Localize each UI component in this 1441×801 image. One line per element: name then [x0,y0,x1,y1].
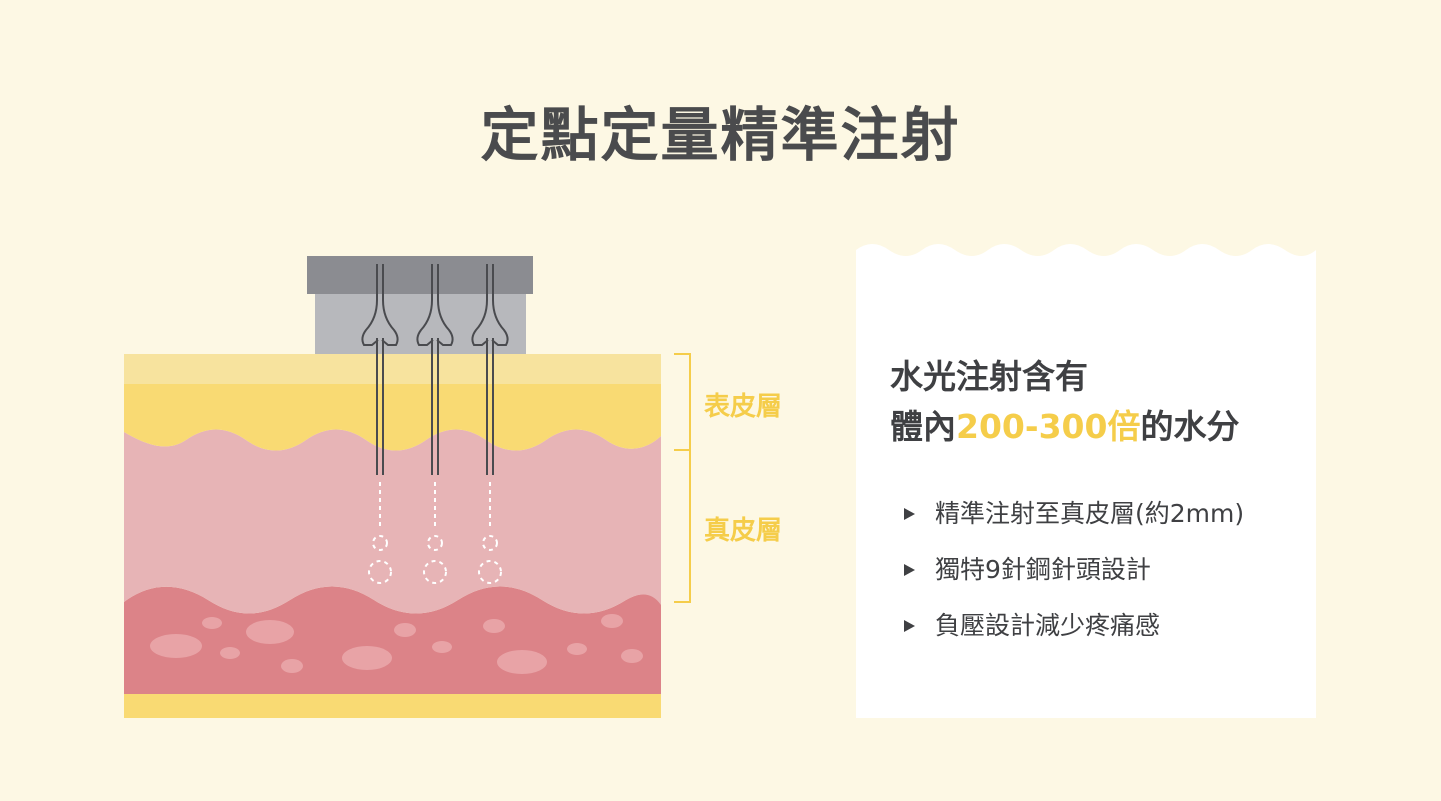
fat-globule [342,646,392,670]
fat-globule [601,614,623,628]
headline-suffix: 的水分 [1140,407,1240,446]
fat-globule [394,623,416,637]
fat-globule [621,649,643,663]
fat-globules [150,614,643,674]
droplet-small [482,535,498,551]
fat-globule [246,620,294,644]
info-card [856,256,1316,718]
droplet-large [423,560,447,584]
list-item-text: 獨特9針鋼針頭設計 [935,555,1151,584]
fat-globule [483,619,505,633]
epidermis-bracket [674,353,691,451]
fat-globule [202,617,222,629]
needle-group [416,264,454,475]
list-item-text: 負壓設計減少疼痛感 [935,611,1161,640]
epidermis-top [124,354,661,384]
epidermis-label: 表皮層 [704,392,783,422]
device-body [315,292,526,354]
needle-group [361,264,399,475]
card-scallop-edge [856,244,1316,258]
triangle-bullet-icon [904,620,915,632]
fat-globule [150,634,202,658]
dermis-layer [124,429,661,614]
dermis-bracket [674,449,691,603]
fat-globule [497,650,547,674]
headline-line-1: 水光注射含有 [890,357,1088,396]
injection-paths [368,482,502,584]
dermis-label: 真皮層 [704,516,783,546]
list-item: 獨特9針鋼針頭設計 [904,542,1244,598]
layer-brackets [674,353,691,603]
droplet-large [368,560,392,584]
droplet-small [372,535,388,551]
droplet-small [427,535,443,551]
triangle-bullet-icon [904,508,915,520]
headline-prefix: 體內 [890,407,956,446]
droplet-large [478,560,502,584]
list-item-text: 精準注射至真皮層(約2mm) [935,499,1245,528]
card-headline: 水光注射含有 體內200-300倍的水分 [890,352,1239,452]
needles [361,264,509,475]
headline-line-2: 體內200-300倍的水分 [890,402,1239,452]
headline-highlight: 200-300倍 [956,407,1141,446]
list-item: 精準注射至真皮層(約2mm) [904,486,1244,542]
fat-globule [281,659,303,673]
list-item: 負壓設計減少疼痛感 [904,598,1244,654]
triangle-bullet-icon [904,564,915,576]
fat-globule [567,643,587,655]
epidermis-layer [124,382,661,451]
fat-globule [432,641,452,653]
page-title: 定點定量精準注射 [480,101,961,169]
bottom-layer [124,690,661,718]
needle-group [471,264,509,475]
feature-list: 精準注射至真皮層(約2mm) 獨特9針鋼針頭設計 負壓設計減少疼痛感 [904,486,1244,654]
device-top [307,256,533,294]
fat-globule [220,647,240,659]
